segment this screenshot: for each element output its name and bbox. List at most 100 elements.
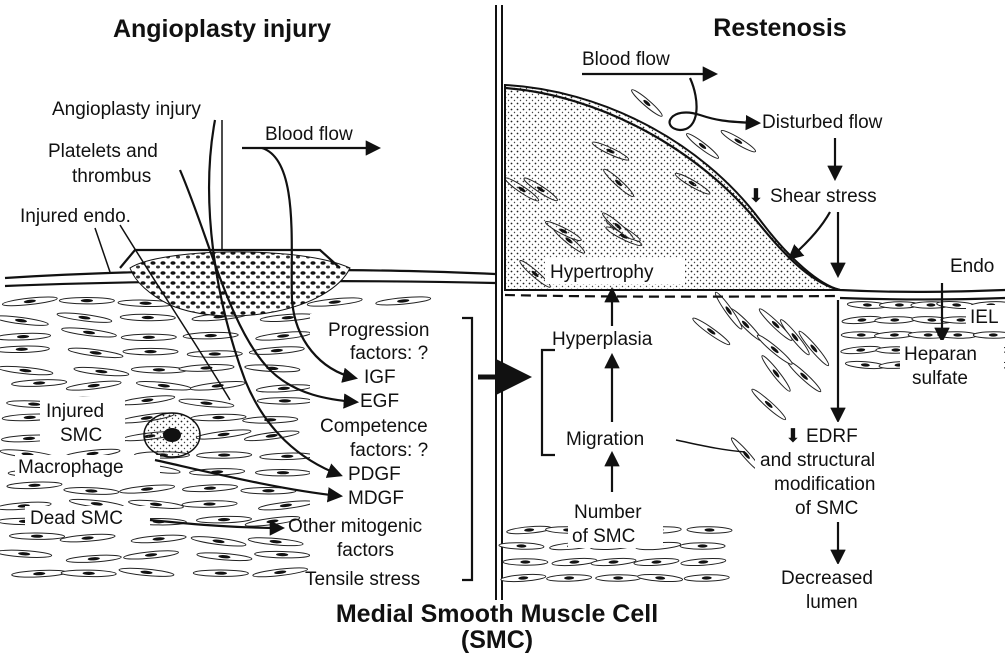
- migrating-cell: [750, 387, 788, 422]
- label-blood-flow-left: Blood flow: [265, 124, 353, 145]
- smooth-muscle-cell: [196, 428, 251, 441]
- smooth-muscle-cell: [59, 297, 114, 303]
- right-panel-title: Restenosis: [713, 14, 846, 42]
- label-dead-smc: Dead SMC: [30, 508, 123, 529]
- label-platelets-2: thrombus: [72, 166, 151, 187]
- smooth-muscle-cell: [938, 331, 978, 338]
- smooth-muscle-cell: [248, 536, 303, 547]
- smooth-muscle-cell: [638, 573, 683, 582]
- label-edrf-4: of SMC: [795, 498, 858, 519]
- label-competence-1: Competence: [320, 416, 428, 437]
- smooth-muscle-cell: [123, 348, 178, 354]
- label-blood-flow-right: Blood flow: [582, 49, 670, 70]
- label-macrophage: Macrophage: [18, 457, 124, 478]
- neointima-cell: [630, 88, 664, 119]
- label-injured-smc-1: Injured: [46, 401, 104, 422]
- smooth-muscle-cell: [66, 379, 121, 392]
- smooth-muscle-cell: [0, 332, 51, 341]
- label-injured-endo: Injured endo.: [20, 206, 131, 227]
- smooth-muscle-cell: [596, 575, 641, 582]
- smooth-muscle-cell: [503, 559, 548, 566]
- smooth-muscle-cell: [68, 346, 123, 359]
- smooth-muscle-cell: [0, 314, 49, 328]
- label-disturbed-flow: Disturbed flow: [762, 112, 883, 133]
- label-egf: EGF: [360, 391, 399, 412]
- label-other-mitogenic-2: factors: [337, 540, 394, 561]
- left-panel-title: Angioplasty injury: [113, 15, 331, 43]
- label-progression-1: Progression: [328, 320, 429, 341]
- down-arrow-edrf: ⬇: [785, 426, 801, 447]
- label-shear-stress: Shear stress: [770, 186, 877, 207]
- smooth-muscle-cell: [875, 316, 915, 323]
- smooth-muscle-cell: [190, 380, 245, 392]
- label-edrf-2: and structural: [760, 450, 875, 471]
- smooth-muscle-cell: [253, 566, 308, 579]
- smooth-muscle-cell: [120, 314, 175, 321]
- smooth-muscle-cell: [2, 295, 57, 307]
- label-box: Angioplasty injury: [48, 96, 248, 120]
- label-hyperplasia: Hyperplasia: [552, 329, 653, 350]
- smooth-muscle-cell: [547, 574, 592, 582]
- smooth-muscle-cell: [0, 549, 52, 559]
- smooth-muscle-cell: [123, 549, 178, 561]
- smooth-muscle-cell: [179, 364, 234, 373]
- smooth-muscle-cell: [74, 366, 129, 378]
- smooth-muscle-cell: [376, 295, 431, 306]
- smooth-muscle-cell: [182, 484, 237, 493]
- migrating-cell: [691, 316, 731, 347]
- smooth-muscle-cell: [681, 557, 726, 566]
- label-other-mitogenic-1: Other mitogenic: [288, 516, 422, 537]
- smooth-muscle-cell: [191, 414, 246, 422]
- smooth-muscle-cell: [136, 380, 191, 392]
- label-competence-2: factors: ?: [350, 440, 428, 461]
- smooth-muscle-cell: [197, 551, 252, 562]
- smooth-muscle-cell: [9, 533, 64, 540]
- smooth-muscle-cell: [64, 487, 119, 496]
- smooth-muscle-cell: [684, 574, 729, 582]
- smooth-muscle-cell: [60, 533, 115, 543]
- label-number-smc-1: Number: [574, 502, 642, 523]
- smooth-muscle-cell: [12, 379, 67, 388]
- label-number-smc-2: of SMC: [572, 526, 635, 547]
- label-injured-smc-2: SMC: [60, 425, 102, 446]
- smooth-muscle-cell: [196, 516, 251, 524]
- label-pdgf: PDGF: [348, 464, 401, 485]
- smooth-muscle-cell: [243, 416, 298, 424]
- smooth-muscle-cell: [501, 573, 546, 583]
- smooth-muscle-cell: [12, 569, 67, 578]
- smooth-muscle-cell: [7, 481, 62, 489]
- center-divider: [496, 5, 502, 600]
- smooth-muscle-cell: [182, 500, 237, 508]
- bottom-title-line2: (SMC): [461, 626, 533, 654]
- smooth-muscle-cell: [66, 554, 121, 564]
- smooth-muscle-cell: [255, 551, 310, 559]
- smooth-muscle-cell: [119, 567, 174, 578]
- smooth-muscle-cell: [258, 499, 313, 512]
- smooth-muscle-cell: [121, 334, 176, 341]
- smooth-muscle-cell: [973, 332, 1005, 338]
- macrophage-cell: [144, 413, 200, 457]
- label-igf: IGF: [364, 367, 396, 388]
- smooth-muscle-cell: [193, 570, 248, 577]
- smooth-muscle-cell: [506, 525, 551, 535]
- label-hypertrophy: Hypertrophy: [550, 262, 654, 283]
- smooth-muscle-cell: [61, 326, 116, 339]
- smooth-muscle-cell: [634, 557, 679, 566]
- smooth-muscle-cell: [119, 483, 174, 494]
- smooth-muscle-cell: [841, 345, 881, 355]
- smooth-muscle-cell: [687, 526, 732, 533]
- smooth-muscle-cell: [591, 557, 636, 567]
- label-heparan-2: sulfate: [912, 368, 968, 389]
- smooth-muscle-cell: [257, 398, 312, 404]
- smooth-muscle-cell: [256, 469, 311, 475]
- label-endo: Endo: [950, 256, 994, 277]
- label-platelets-1: Platelets and: [48, 141, 158, 162]
- label-progression-2: factors: ?: [350, 343, 428, 364]
- label-migration: Migration: [566, 429, 644, 450]
- bottom-title-line1: Medial Smooth Muscle Cell: [336, 600, 658, 628]
- smooth-muscle-cell: [61, 570, 116, 577]
- label-heparan-1: Heparan: [904, 344, 977, 365]
- label-angioplasty-injury: Angioplasty injury: [52, 99, 201, 120]
